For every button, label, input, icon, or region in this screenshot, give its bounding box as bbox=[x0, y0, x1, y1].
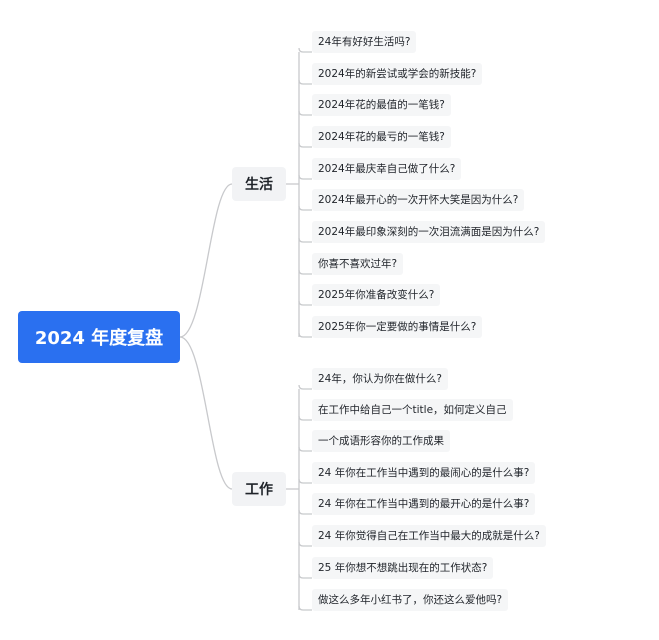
leaf-connector bbox=[298, 332, 312, 338]
leaf-connector bbox=[298, 605, 312, 611]
leaf-node[interactable]: 24年有好好生活吗? bbox=[312, 31, 417, 53]
leaf-connector bbox=[298, 47, 312, 53]
leaf-node[interactable]: 2025年你准备改变什么? bbox=[312, 284, 441, 306]
leaf-node[interactable]: 2024年花的最亏的一笔钱? bbox=[312, 126, 451, 148]
branch-node-work[interactable]: 工作 bbox=[232, 472, 286, 506]
leaf-node[interactable]: 2024年最印象深刻的一次泪流满面是因为什么? bbox=[312, 221, 546, 243]
leaf-node[interactable]: 2025年你一定要做的事情是什么? bbox=[312, 316, 483, 338]
leaf-node[interactable]: 一个成语形容你的工作成果 bbox=[312, 430, 450, 452]
branch-node-life[interactable]: 生活 bbox=[232, 167, 286, 201]
root-to-branch-connector bbox=[179, 183, 233, 338]
leaf-node[interactable]: 2024年最庆幸自己做了什么? bbox=[312, 158, 462, 180]
branch-node-label: 生活 bbox=[245, 177, 273, 193]
leaf-connector bbox=[298, 237, 312, 243]
leaf-connector bbox=[298, 79, 312, 85]
leaf-node[interactable]: 24 年你在工作当中遇到的最开心的是什么事? bbox=[312, 493, 536, 515]
root-to-branch-connector bbox=[179, 336, 233, 490]
leaf-connector bbox=[298, 384, 312, 390]
leaf-connector bbox=[298, 174, 312, 180]
leaf-connector bbox=[298, 573, 312, 579]
leaf-connector bbox=[298, 478, 312, 484]
leaf-node[interactable]: 2024年花的最值的一笔钱? bbox=[312, 94, 451, 116]
leaf-connector bbox=[298, 509, 312, 515]
leaf-node[interactable]: 24 年你觉得自己在工作当中最大的成就是什么? bbox=[312, 525, 546, 547]
leaf-connector bbox=[298, 415, 312, 421]
leaf-node[interactable]: 2024年最开心的一次开怀大笑是因为什么? bbox=[312, 189, 525, 211]
leaf-connector bbox=[298, 300, 312, 306]
leaf-node[interactable]: 在工作中给自己一个title，如何定义自己 bbox=[312, 399, 513, 421]
leaf-node[interactable]: 你喜不喜欢过年? bbox=[312, 253, 404, 275]
leaf-node[interactable]: 2024年的新尝试或学会的新技能? bbox=[312, 63, 483, 85]
root-node[interactable]: 2024 年度复盘 bbox=[18, 311, 180, 363]
leaf-connector bbox=[298, 446, 312, 452]
leaf-node[interactable]: 24年，你认为你在做什么? bbox=[312, 368, 448, 390]
leaf-connector bbox=[298, 110, 312, 116]
leaf-connector bbox=[298, 205, 312, 211]
leaf-connector bbox=[298, 541, 312, 547]
branch-node-label: 工作 bbox=[245, 482, 273, 498]
root-node-label: 2024 年度复盘 bbox=[34, 328, 164, 349]
leaf-connector bbox=[298, 142, 312, 148]
leaf-connector bbox=[298, 269, 312, 275]
leaf-node[interactable]: 25 年你想不想跳出现在的工作状态? bbox=[312, 557, 494, 579]
leaf-node[interactable]: 24 年你在工作当中遇到的最闹心的是什么事? bbox=[312, 462, 536, 484]
leaf-node[interactable]: 做这么多年小红书了，你还这么爱他吗? bbox=[312, 589, 509, 611]
